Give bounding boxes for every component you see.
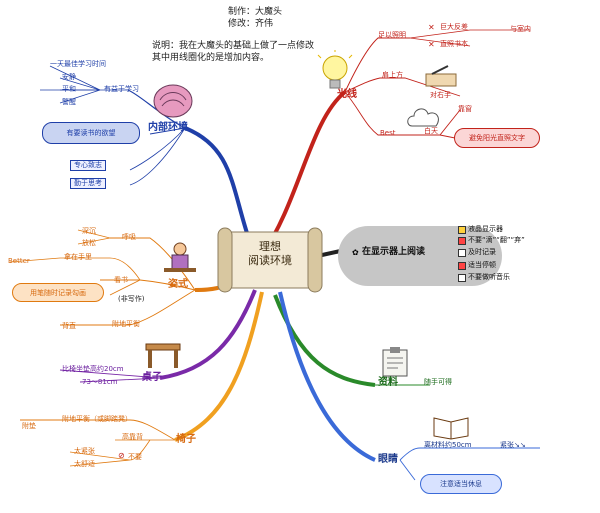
person-reading-icon	[164, 242, 196, 272]
better-label: Better	[8, 257, 30, 265]
editor-line: 修改：齐伟	[228, 19, 274, 29]
see-book-label: 看书	[114, 276, 128, 284]
rest-pill: 注意适当休息	[420, 474, 502, 494]
right-hand-label: 对右手	[430, 91, 451, 99]
desk-height-1: 比椅坐垫高约20cm	[62, 365, 124, 373]
at-hand-label: 随手可得	[424, 378, 452, 386]
hand-writing-icon	[425, 65, 457, 87]
study-time-label: 一天最佳学习时间	[50, 60, 106, 68]
not-to-label: 不要	[128, 453, 142, 461]
calm-label-2: 平和	[62, 85, 76, 93]
arm-flat-label: 附地平衡	[112, 320, 140, 328]
deep-label: 深沉	[82, 227, 96, 235]
straight-label: 背直	[62, 322, 76, 330]
too-comfy-label: 太舒适	[74, 460, 95, 468]
eyes-title: 眼睛	[378, 454, 398, 465]
hold-hand-label: 拿在手里	[64, 253, 92, 261]
enough-label: 足以照明	[378, 31, 406, 39]
center-scroll-icon	[217, 227, 323, 293]
gear-icon: ✿	[352, 248, 359, 257]
center-topic: 理想 阅读环境	[248, 240, 292, 267]
screen-item-3: 及时记录	[468, 248, 496, 256]
benefit-label: 有益于学习	[104, 85, 139, 93]
contrast-note: 与室内	[510, 25, 531, 33]
note-line-1: 说明：我在大魔头的基础上做了一点修改	[152, 41, 315, 51]
relax-label: 放松	[82, 239, 96, 247]
too-soft-label: 太紧张	[74, 447, 95, 455]
breath-label: 呼吸	[122, 233, 136, 241]
screen-marker-2	[458, 237, 466, 245]
focus-label: 专心致志	[70, 160, 106, 171]
note-habit-pill: 用笔随时记录勾画	[12, 283, 104, 302]
stop-icon: ⊘	[118, 451, 125, 460]
screen-marker-1	[458, 226, 466, 234]
x-mark-icon-2: ✕	[428, 40, 435, 49]
distance-label: 离材料约50cm	[424, 441, 472, 449]
flat-level-label: 附地平衡（或脚踏凳）	[62, 415, 132, 423]
x-mark-icon-1: ✕	[428, 23, 435, 32]
avoid-sun-pill: 避免阳光直照文字	[454, 128, 540, 148]
best-label: Best	[380, 129, 396, 137]
desire-pill: 有要读书的欲望	[42, 122, 140, 144]
calm-label-3: 警醒	[62, 98, 76, 106]
desk-icon	[145, 343, 181, 368]
over-shoulder-label: 肩上方	[382, 71, 403, 79]
sunlight-label: 白天	[424, 127, 438, 135]
material-title: 资料	[378, 377, 398, 388]
foot-label: 附垫	[22, 422, 36, 430]
clipboard-icon	[382, 347, 408, 377]
window-label: 靠窗	[458, 105, 472, 113]
screen-item-2: 不要“滴”“翻”“弃”	[468, 236, 525, 244]
brain-icon	[153, 84, 193, 118]
screen-item-5: 不要做听音乐	[468, 273, 510, 281]
screen-item-1: 液晶显示器	[468, 225, 503, 233]
screen-bubble	[338, 226, 502, 286]
seat-height-label: 高靠背	[122, 433, 143, 441]
desk-title: 桌子	[142, 372, 162, 383]
tension-label: 紧张↘↘	[500, 441, 526, 449]
contrast-label: 巨大反差	[440, 23, 468, 31]
screen-marker-4	[458, 262, 466, 270]
light-title: 光线	[337, 89, 357, 100]
author-line: 制作：大魔头	[228, 7, 283, 17]
note-line-2: 其中用线圈化的是增加内容。	[152, 53, 270, 63]
posture-title: 姿式	[168, 279, 188, 290]
screen-title: 在显示器上阅读	[362, 247, 426, 257]
chair-title: 椅子	[176, 434, 196, 445]
cloud-icon	[407, 108, 439, 127]
open-book-icon	[433, 417, 469, 440]
think-label: 勤于思考	[70, 178, 106, 189]
calm-label-1: 安静	[62, 73, 76, 81]
desk-height-2: 73～81cm	[82, 378, 118, 386]
screen-marker-3	[458, 249, 466, 257]
screen-item-4: 适当停顿	[468, 261, 496, 269]
direct-book-label: 直照书本	[440, 40, 468, 48]
screen-marker-5	[458, 274, 466, 282]
lightbulb-icon	[317, 50, 353, 89]
non-writing-label: (非写作)	[118, 295, 145, 303]
inner-env-title: 内部环境	[148, 122, 188, 133]
